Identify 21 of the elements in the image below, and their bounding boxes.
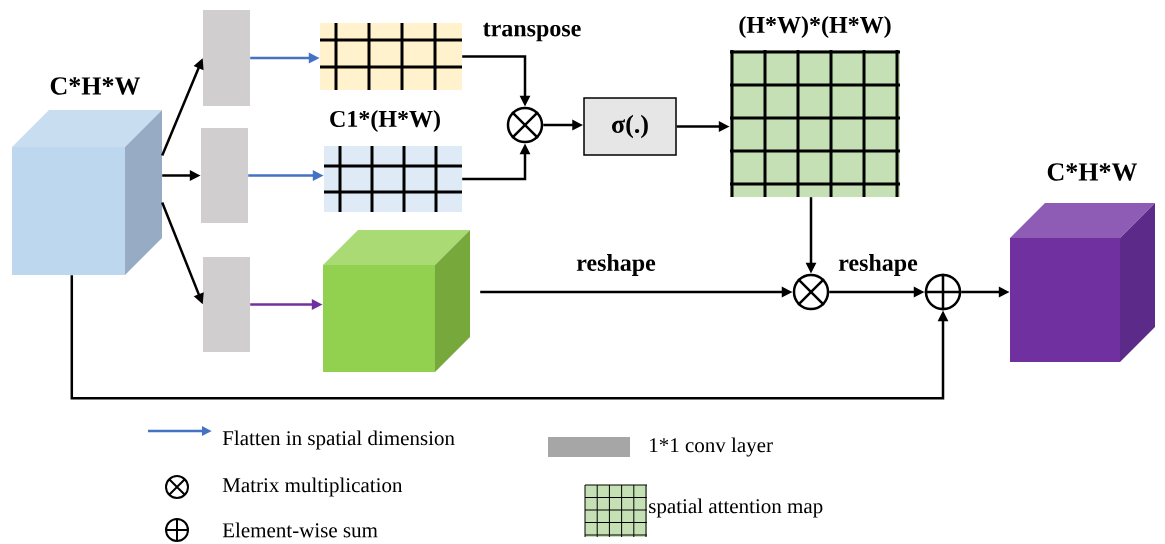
multiply-circle [792,273,830,311]
size-label: C*H*W [50,77,141,95]
size-label: C1*(H*W) [330,110,440,132]
edge-label: transpose [483,22,581,42]
legend-label: Matrix multiplication [222,477,403,497]
matrix-grid [320,23,462,90]
edge-label: reshape [576,254,656,276]
feature-cube [323,230,470,372]
sigmoid-box: σ(.) [583,97,677,156]
legend-label: spatial attention map [649,498,823,518]
conv-layer-bar [203,10,250,106]
size-label: C*H*W [1047,163,1138,181]
legend-label: 1*1 conv layer [650,437,773,457]
sum-circle [924,273,962,311]
size-label: (H*W)*(H*W) [739,16,891,38]
legend-label: Flatten in spatial dimension [222,430,455,450]
multiply-circle [506,106,544,144]
legend-label: Element-wise sum [222,522,378,538]
conv-layer-bar [201,128,248,223]
conv-layer-bar [203,257,250,352]
edge-label: reshape [838,254,918,276]
